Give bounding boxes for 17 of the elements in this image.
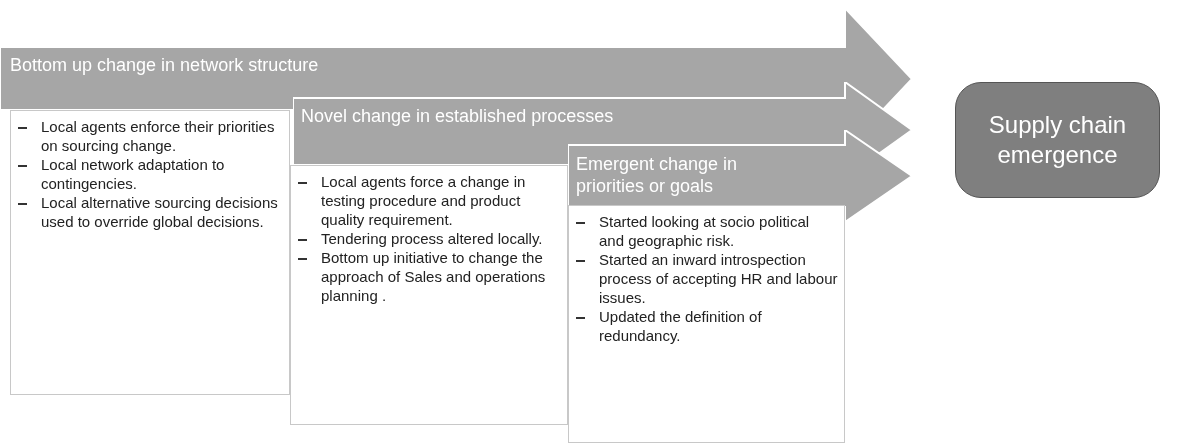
bullet-text: Local agents force a change in testing procedure and product quality requirement. [321,173,526,228]
text-panel [10,110,290,395]
bullet-text: Tendering process altered locally. [321,230,543,247]
bullet-text: Updated the definition of redundancy. [599,308,762,344]
bullet-text: Bottom up initiative to change the approach of Sales and operations planning . [321,249,546,304]
bullet-text: Started looking at socio political and geographic risk. [599,213,810,249]
text-panel [290,165,568,425]
arrow-heading: Bottom up change in network structure [10,54,319,76]
bullet-text: Started an inward introspection process of accepting HR and labour issues. [599,251,838,306]
bullet-text: Local agents enforce their priorities on sourcing change. [41,118,275,154]
arrow-heading: Novel change in established processes [301,105,614,127]
arrow-heading: Emergent change in priorities or goals [576,153,739,197]
text-panel [568,205,845,443]
bullet-text: Local alternative sourcing decisions used to override global decisions. [41,194,278,230]
bullet-text: Local network adaptation to contingencies. [41,156,225,192]
rounded-box [955,82,1160,198]
box-label: Supply chain emergence [987,110,1128,170]
